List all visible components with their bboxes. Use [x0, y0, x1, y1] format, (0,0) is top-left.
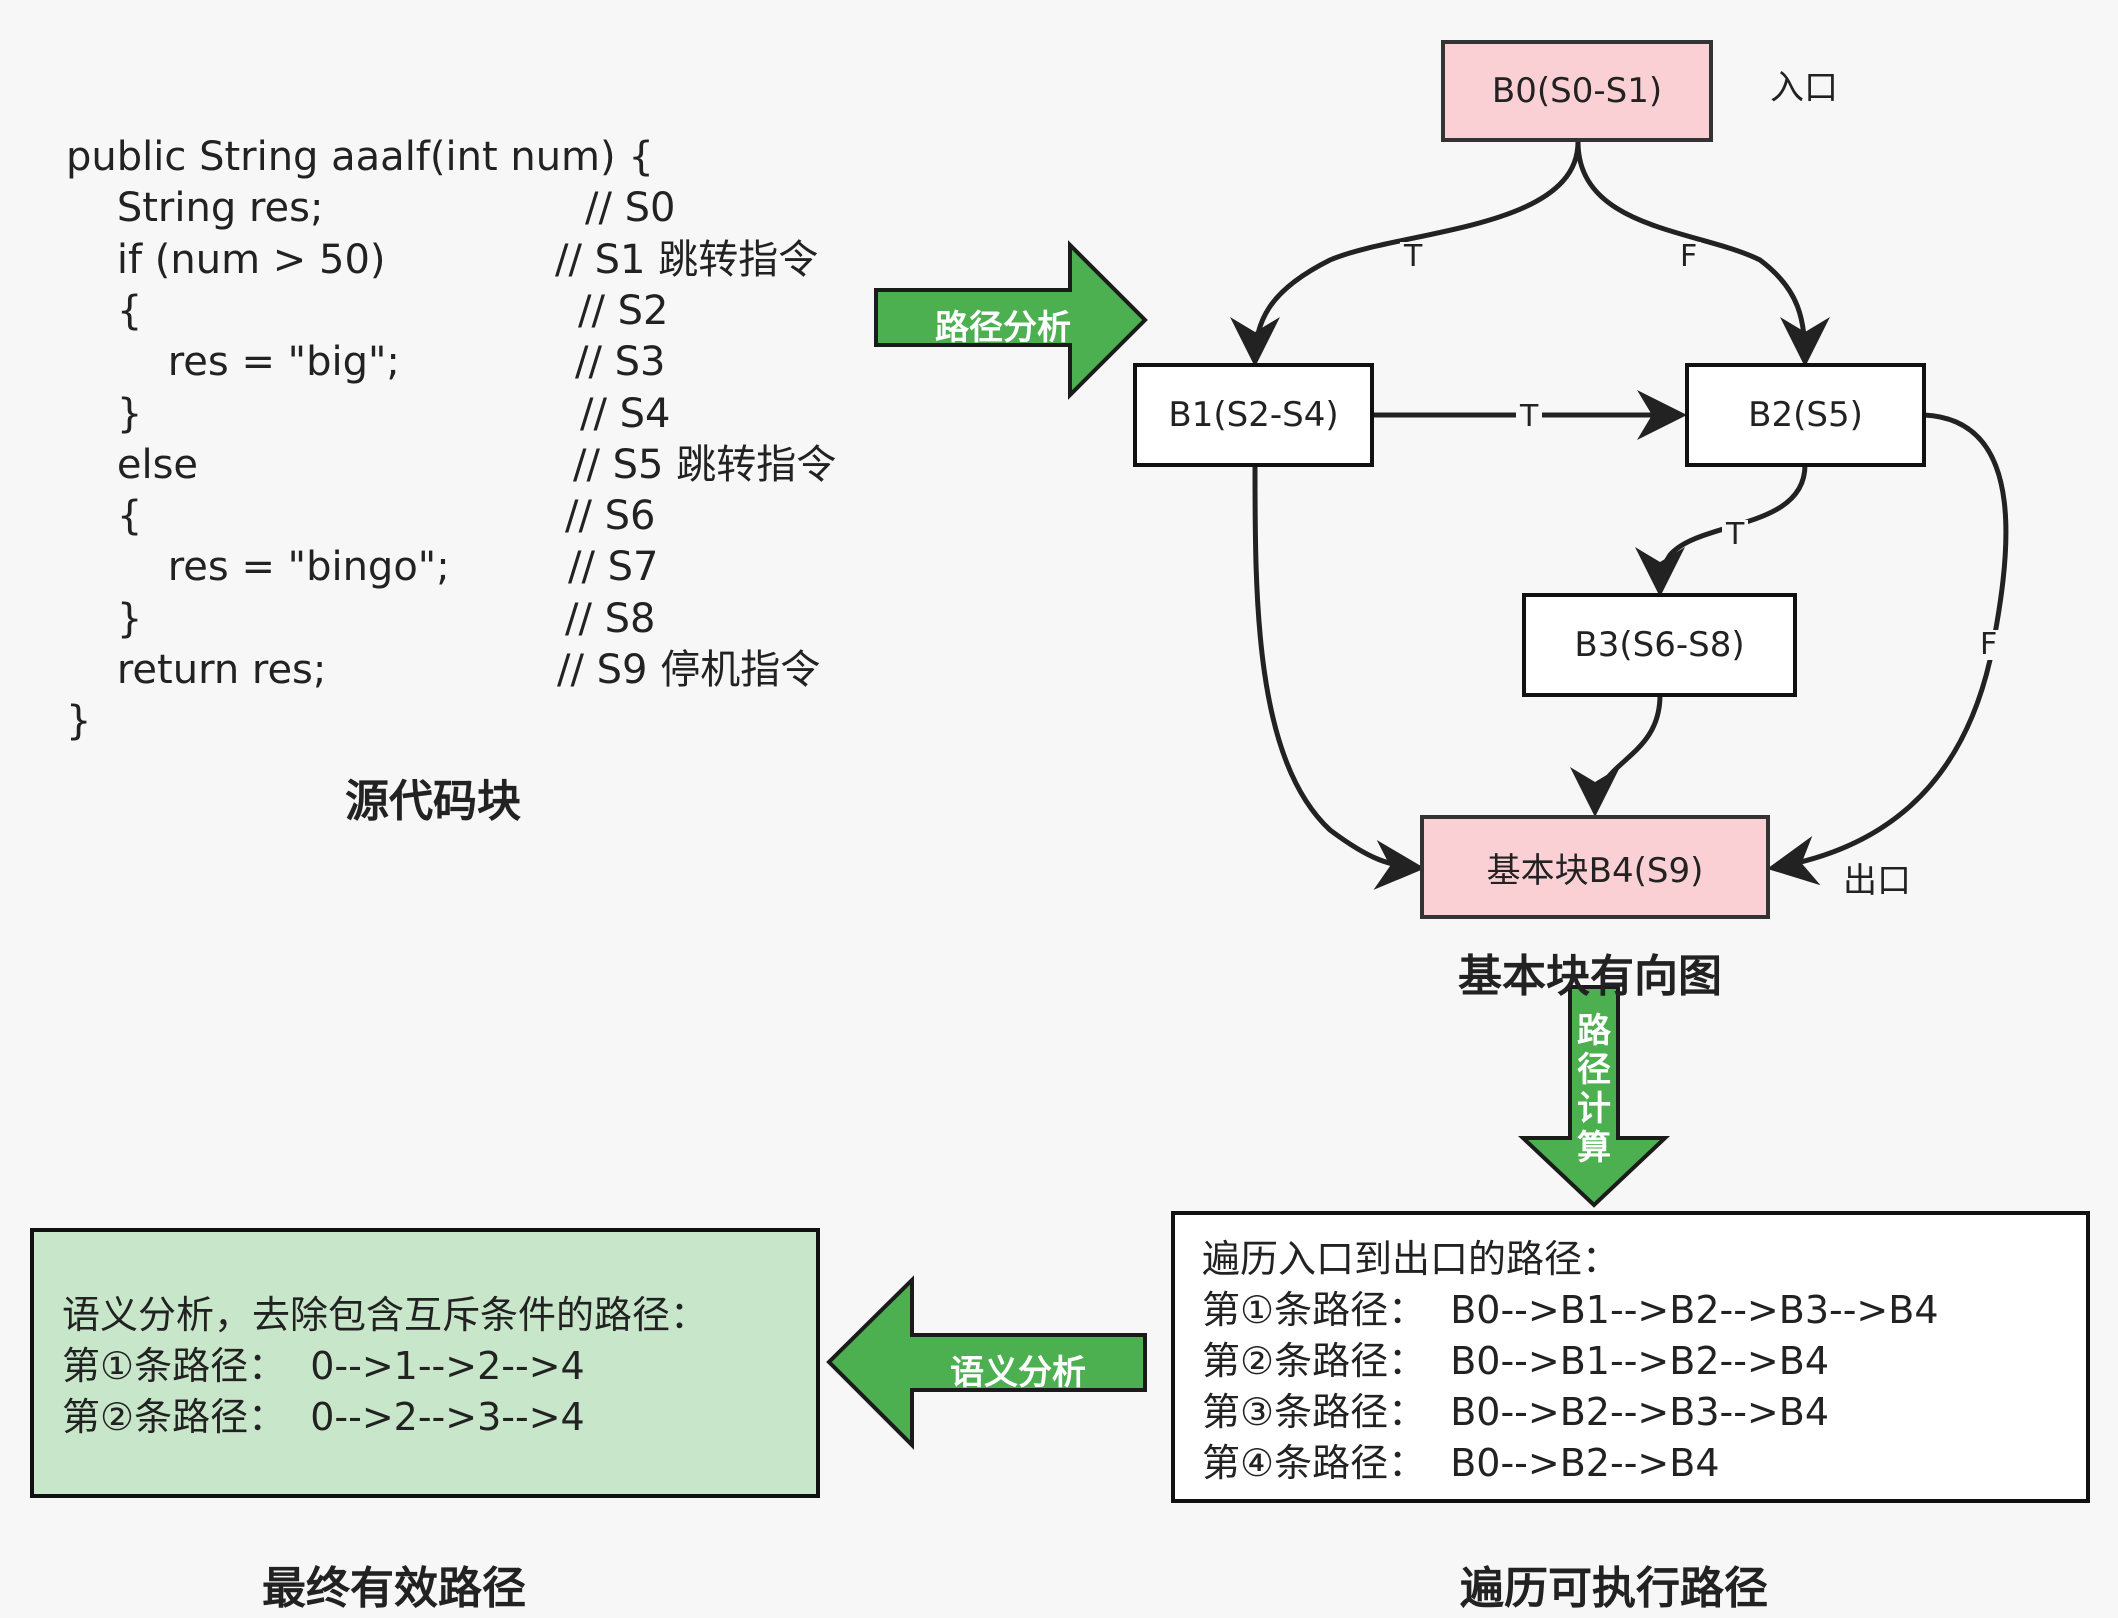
code-line: res = "bingo"; [66, 544, 450, 591]
node-b1: B1(S2-S4) [1133, 363, 1374, 467]
edge-b2-b4 [1767, 412, 2009, 886]
node-b3: B3(S6-S8) [1522, 593, 1797, 697]
source-code-caption: 源代码块 [345, 776, 521, 827]
edge-label-b2-b4: F [1976, 630, 2002, 660]
paths-box-line: 遍历入口到出口的路径： [1202, 1237, 1621, 1281]
code-line: res = "big"; [66, 339, 400, 386]
edge-label-b2-b3: T [1722, 520, 1749, 550]
node-b4: 基本块B4(S9) [1420, 815, 1770, 919]
edge-b0-b1 [1230, 141, 1581, 367]
edge-label-b1-b2: T [1516, 402, 1543, 432]
code-comment: // S8 [565, 595, 656, 642]
paths-caption: 遍历可执行路径 [1460, 1563, 1768, 1614]
arrow-path-analysis [874, 240, 1148, 400]
arrow-path-calc-label: 路径计算 [1577, 1011, 1611, 1169]
edge-b0-b2 [1575, 141, 1830, 367]
result-box-line: 第②条路径： 0-->2-->3-->4 [62, 1395, 585, 1439]
arrow-path-analysis-label: 路径分析 [935, 308, 1071, 348]
code-line: } [66, 698, 92, 745]
arrow-path-calc [1517, 985, 1671, 1208]
node-b0: B0(S0-S1) [1441, 40, 1713, 142]
code-comment: // S4 [580, 390, 671, 437]
result-box [30, 1228, 820, 1498]
code-comment: // S9 停机指令 [557, 647, 821, 693]
code-line: String res; [66, 185, 324, 232]
code-line: } [66, 595, 143, 642]
code-comment: // S7 [568, 544, 659, 591]
node-b2: B2(S5) [1685, 363, 1926, 467]
code-comment: // S1 跳转指令 [555, 236, 819, 283]
edge-label-b0-b2: F [1676, 242, 1702, 272]
entry-label: 入口 [1770, 68, 1838, 108]
edge-b3-b4 [1570, 694, 1663, 817]
code-line: { [66, 493, 143, 540]
exit-label: 出口 [1843, 861, 1911, 901]
arrow-semantic-analysis [826, 1275, 1147, 1450]
code-line: return res; [66, 647, 327, 693]
graph-caption: 基本块有向图 [1458, 951, 1722, 1002]
code-line: else [66, 441, 199, 488]
result-box-line: 第①条路径： 0-->1-->2-->4 [62, 1344, 585, 1388]
code-comment: // S6 [565, 493, 656, 540]
edge-b2-b3 [1635, 464, 1808, 597]
paths-box-line: 第④条路径： B0-->B2-->B4 [1202, 1441, 1720, 1485]
code-line: { [66, 287, 143, 334]
code-comment: // S3 [575, 339, 666, 386]
paths-box-line: 第①条路径： B0-->B1-->B2-->B3-->B4 [1202, 1288, 1939, 1332]
code-comment: // S5 跳转指令 [573, 441, 837, 488]
arrow-semantic-analysis-label: 语义分析 [950, 1353, 1086, 1393]
edge-label-b0-b1: T [1400, 242, 1427, 272]
result-box-line: 语义分析，去除包含互斥条件的路径： [62, 1293, 709, 1337]
code-line: if (num > 50) [66, 236, 386, 283]
paths-box-line: 第③条路径： B0-->B2-->B3-->B4 [1202, 1390, 1830, 1434]
result-caption: 最终有效路径 [262, 1563, 526, 1614]
code-line: public String aaalf(int num) { [66, 134, 654, 180]
paths-box-line: 第②条路径： B0-->B1-->B2-->B4 [1202, 1339, 1830, 1383]
code-comment: // S2 [578, 287, 669, 334]
edge-b1-b4 [1252, 464, 1425, 890]
paths-box [1171, 1211, 2090, 1503]
code-comment: // S0 [585, 185, 676, 232]
code-line: } [66, 390, 143, 437]
